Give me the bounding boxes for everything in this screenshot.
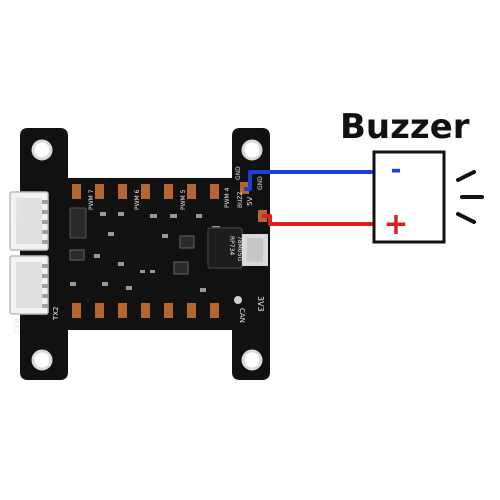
bottom-pad-row bbox=[72, 303, 219, 318]
solder-pad bbox=[164, 184, 173, 199]
regulator-marking-1: 78M05G bbox=[236, 236, 243, 261]
port2-connector bbox=[9, 255, 49, 315]
buzzer-plus-sign: + bbox=[383, 207, 408, 242]
smd-components bbox=[69, 207, 242, 304]
3v3-label: 3V3 bbox=[256, 296, 265, 312]
solder-pad bbox=[118, 184, 127, 199]
solder-pad bbox=[187, 303, 196, 318]
solder-pad bbox=[164, 303, 173, 318]
mounting-hole-top-right bbox=[241, 139, 263, 161]
5v-label: 5V bbox=[246, 197, 254, 206]
buzzer-title: Buzzer bbox=[340, 107, 470, 147]
voltage-regulator bbox=[207, 227, 268, 269]
tx2-label: TX2 bbox=[52, 306, 60, 321]
solder-pad bbox=[118, 303, 127, 318]
buzzer-component: - + bbox=[372, 150, 446, 244]
regulator-marking-2: RP734 bbox=[228, 236, 235, 255]
buzz-label: BUZZ bbox=[237, 191, 244, 208]
solder-pad bbox=[95, 303, 104, 318]
solder-pad bbox=[95, 184, 104, 199]
negative-wire bbox=[244, 170, 376, 191]
buzzer-box bbox=[372, 150, 446, 244]
flight-controller-board: PORT1 RX2 TX2 PWM 7 PWM 6 PWM 5 PWM 4 BU… bbox=[9, 128, 270, 380]
positive-wire bbox=[262, 214, 376, 226]
pwm7-label: PWM 7 bbox=[88, 189, 95, 210]
board-outline bbox=[20, 128, 270, 380]
port1-connector bbox=[9, 191, 49, 251]
top-pad-row bbox=[72, 184, 219, 199]
pwm5-label: PWM 5 bbox=[180, 189, 187, 210]
mounting-hole-bottom-left bbox=[31, 349, 53, 371]
gnd-top-label: GND bbox=[235, 166, 242, 180]
pwm6-label: PWM 6 bbox=[134, 189, 141, 210]
solder-pad bbox=[141, 303, 150, 318]
solder-pad bbox=[210, 303, 219, 318]
mounting-hole-top-left bbox=[31, 139, 53, 161]
pwm4-label: PWM 4 bbox=[224, 187, 231, 208]
port1-label: PORT1 bbox=[12, 196, 21, 222]
solder-pad bbox=[187, 184, 196, 199]
rx2-label: RX2 bbox=[12, 318, 21, 334]
solder-pad bbox=[210, 184, 219, 199]
can-label: CAN bbox=[238, 308, 246, 323]
solder-pad bbox=[72, 303, 81, 318]
sound-wave-icon bbox=[456, 170, 484, 224]
solder-pad bbox=[141, 184, 150, 199]
solder-pad bbox=[72, 184, 81, 199]
buzzer-minus-sign: - bbox=[391, 155, 402, 185]
mounting-hole-bottom-right bbox=[241, 349, 263, 371]
gnd-mid-label: GND bbox=[257, 176, 264, 190]
